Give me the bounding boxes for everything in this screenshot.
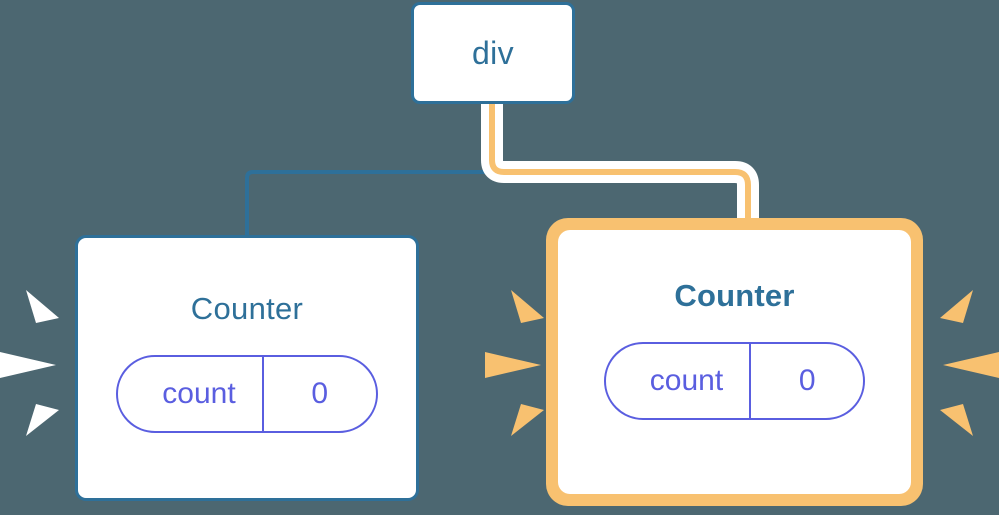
right-counter-right-burst [940,290,999,436]
prop-value: 0 [749,344,863,418]
prop-key: count [162,377,236,410]
left-counter-left-burst [0,290,59,436]
edge-halo-div-to-counter-right [481,104,759,222]
prop-value: 0 [261,357,376,431]
node-counter-left[interactable]: Counter count 0 [75,235,419,501]
prop-key: count [649,364,724,397]
node-counter-right[interactable]: Counter count 0 [546,218,923,506]
edge-div-to-counter-right [489,104,751,222]
prop-pill-count-right[interactable]: count 0 [603,342,866,420]
edge-div-to-counter-left [245,104,494,236]
prop-pill-count-left[interactable]: count 0 [116,355,378,433]
node-counter-left-label: Counter [190,291,304,326]
node-div-label: div [471,34,515,71]
node-counter-right-label: Counter [674,278,795,313]
node-div[interactable]: div [411,2,575,104]
right-counter-left-burst [485,290,544,436]
node-counter-right-card: Counter count 0 [558,230,911,494]
